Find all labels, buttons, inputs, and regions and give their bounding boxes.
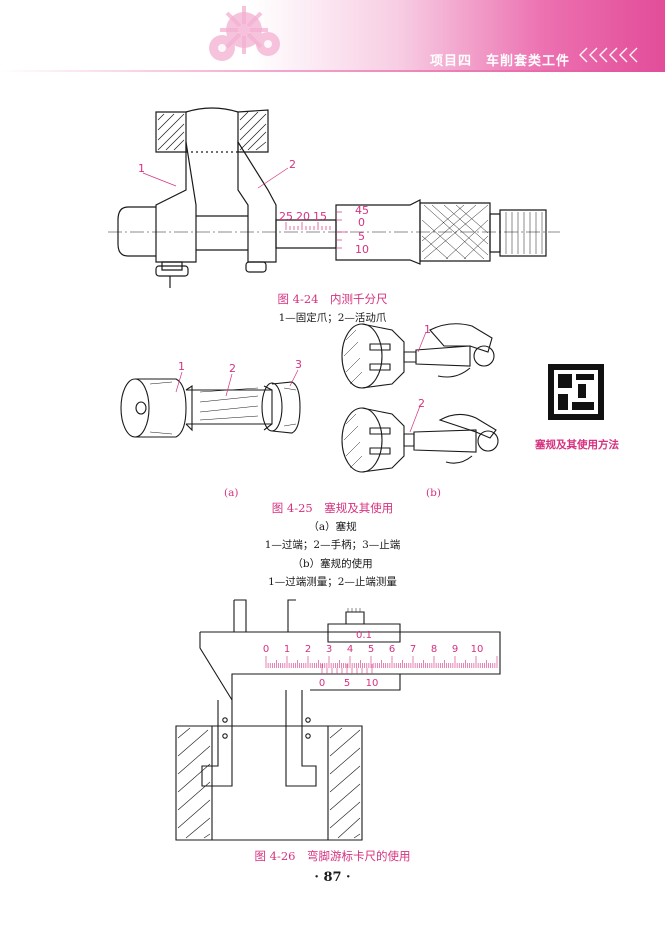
inside-micrometer-drawing bbox=[0, 0, 665, 300]
callout-1: 1 bbox=[424, 323, 431, 336]
callout-2: 2 bbox=[229, 362, 236, 375]
figure-legend-b: 1—过端测量；2—止端测量 bbox=[268, 576, 397, 588]
main-scale-label: 1 bbox=[284, 644, 290, 655]
subfigure-b-label: (b) bbox=[426, 487, 441, 499]
gear-decoration bbox=[209, 6, 280, 61]
qr-label: 塞规及其使用方法 bbox=[535, 439, 619, 451]
scale-label: 15 bbox=[313, 210, 327, 223]
scale-label: 25 bbox=[279, 210, 293, 223]
main-scale-label: 7 bbox=[410, 644, 416, 655]
callout-2: 2 bbox=[289, 158, 296, 171]
main-scale-label: 3 bbox=[326, 644, 332, 655]
callout-2: 2 bbox=[418, 397, 425, 410]
vernier-label: 5 bbox=[344, 678, 350, 689]
vernier-label: 10 bbox=[366, 678, 379, 689]
qr-code[interactable] bbox=[548, 364, 604, 420]
scale-label: 45 bbox=[355, 204, 369, 217]
chevrons-icon bbox=[579, 47, 638, 63]
header-rule bbox=[0, 70, 665, 72]
main-scale-label: 9 bbox=[452, 644, 458, 655]
main-scale-label: 5 bbox=[368, 644, 374, 655]
page-header: 项目四 车削套类工件 bbox=[0, 0, 665, 72]
main-scale-label: 4 bbox=[347, 644, 353, 655]
qr-pattern-icon bbox=[554, 370, 598, 414]
main-scale-label: 0 bbox=[263, 644, 269, 655]
figure-sublabel-a: （a）塞规 bbox=[308, 521, 357, 533]
main-scale-label: 8 bbox=[431, 644, 437, 655]
resolution-label: 0.1 bbox=[356, 630, 372, 641]
subfigure-a-label: (a) bbox=[224, 487, 239, 499]
main-scale-label: 2 bbox=[305, 644, 311, 655]
vernier-label: 0 bbox=[319, 678, 325, 689]
scale-label: 0 bbox=[358, 216, 365, 229]
figure-caption: 图 4-26 弯脚游标卡尺的使用 bbox=[254, 849, 411, 863]
callout-3: 3 bbox=[295, 358, 302, 371]
callout-1: 1 bbox=[178, 360, 185, 373]
main-scale-label: 6 bbox=[389, 644, 395, 655]
chapter-title: 项目四 车削套类工件 bbox=[429, 54, 570, 69]
micrometer-scale-labels: 1 2 25 20 15 45 0 5 10 bbox=[138, 158, 369, 256]
scale-label: 10 bbox=[355, 243, 369, 256]
main-scale-label: 10 bbox=[471, 644, 484, 655]
figure-caption: 图 4-24 内测千分尺 bbox=[277, 292, 388, 306]
scale-label: 5 bbox=[358, 230, 365, 243]
page-number: · 87 · bbox=[314, 870, 351, 885]
callout-1: 1 bbox=[138, 162, 145, 175]
figure-sublabel-b: （b）塞规的使用 bbox=[292, 558, 373, 570]
figure-legend-a: 1—过端；2—手柄；3—止端 bbox=[264, 539, 401, 551]
main-scale-ticks bbox=[266, 656, 497, 668]
scale-label: 20 bbox=[296, 210, 310, 223]
figure-caption: 图 4-25 塞规及其使用 bbox=[271, 501, 394, 515]
figure-legend: 1—固定爪；2—活动爪 bbox=[278, 312, 387, 324]
